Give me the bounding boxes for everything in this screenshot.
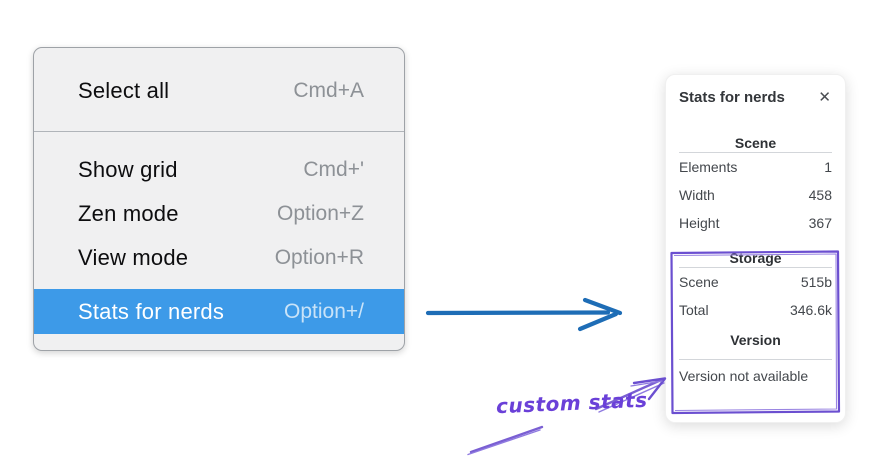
stat-label: Width bbox=[679, 187, 715, 203]
stat-label: Scene bbox=[679, 274, 719, 290]
section-scene-header: Scene bbox=[734, 135, 777, 151]
menu-item-select-all[interactable]: Select all Cmd+A bbox=[34, 69, 404, 113]
version-status-text: Version not available bbox=[679, 368, 809, 384]
flow-arrow bbox=[425, 297, 623, 332]
close-button[interactable]: ✕ bbox=[817, 87, 832, 106]
menu-item-shortcut: Option+R bbox=[274, 246, 364, 269]
menu-item-zen-mode[interactable]: Zen mode Option+Z bbox=[34, 192, 404, 236]
stat-row-scene-size: Scene 515b bbox=[679, 268, 832, 296]
stat-value: 367 bbox=[808, 215, 832, 231]
stat-row-height: Height 367 bbox=[679, 209, 832, 237]
stat-label: Elements bbox=[679, 159, 738, 175]
menu-item-shortcut: Cmd+' bbox=[303, 158, 364, 181]
section-divider bbox=[679, 152, 832, 153]
stat-row-width: Width 458 bbox=[679, 181, 832, 209]
section-storage: Storage Scene 515b Total 346.6k bbox=[679, 249, 832, 324]
stats-panel-header: Stats for nerds ✕ bbox=[679, 87, 832, 107]
menu-item-label: Zen mode bbox=[78, 201, 179, 226]
menu-item-label: Select all bbox=[78, 78, 170, 103]
section-scene: Scene Elements 1 Width 458 Height 367 bbox=[679, 134, 832, 237]
stat-row-elements: Elements 1 bbox=[679, 153, 832, 181]
stat-label: Height bbox=[679, 215, 720, 231]
menu-item-shortcut: Option+/ bbox=[284, 299, 364, 323]
annotation-arrow bbox=[467, 377, 667, 456]
menu-divider bbox=[34, 131, 404, 132]
menu-item-label: Stats for nerds bbox=[78, 298, 225, 324]
stat-value: 515b bbox=[800, 274, 832, 290]
stat-value: 346.6k bbox=[789, 302, 832, 318]
menu-item-view-mode[interactable]: View mode Option+R bbox=[34, 236, 404, 280]
stat-value: 1 bbox=[824, 159, 832, 175]
stat-value: 458 bbox=[808, 187, 832, 203]
menu-item-shortcut: Option+Z bbox=[277, 202, 364, 225]
context-menu: Select all Cmd+A Show grid Cmd+' Zen mod… bbox=[33, 47, 405, 351]
section-divider bbox=[679, 359, 832, 360]
stats-panel: Stats for nerds ✕ Scene Elements 1 Width… bbox=[665, 74, 846, 423]
menu-item-show-grid[interactable]: Show grid Cmd+' bbox=[34, 148, 404, 192]
section-storage-header: Storage bbox=[729, 250, 782, 266]
close-icon: ✕ bbox=[818, 87, 831, 106]
menu-item-label: View mode bbox=[78, 245, 189, 270]
annotation-label: custom stats bbox=[495, 387, 648, 419]
stat-label: Total bbox=[679, 302, 709, 318]
stats-panel-title: Stats for nerds bbox=[679, 88, 785, 106]
section-version: Version Version not available bbox=[679, 331, 832, 388]
section-version-header: Version bbox=[730, 332, 781, 348]
stat-row-total-size: Total 346.6k bbox=[679, 296, 832, 324]
menu-item-stats-for-nerds[interactable]: Stats for nerds Option+/ bbox=[34, 289, 404, 334]
menu-item-shortcut: Cmd+A bbox=[293, 79, 364, 102]
menu-item-label: Show grid bbox=[78, 157, 178, 182]
